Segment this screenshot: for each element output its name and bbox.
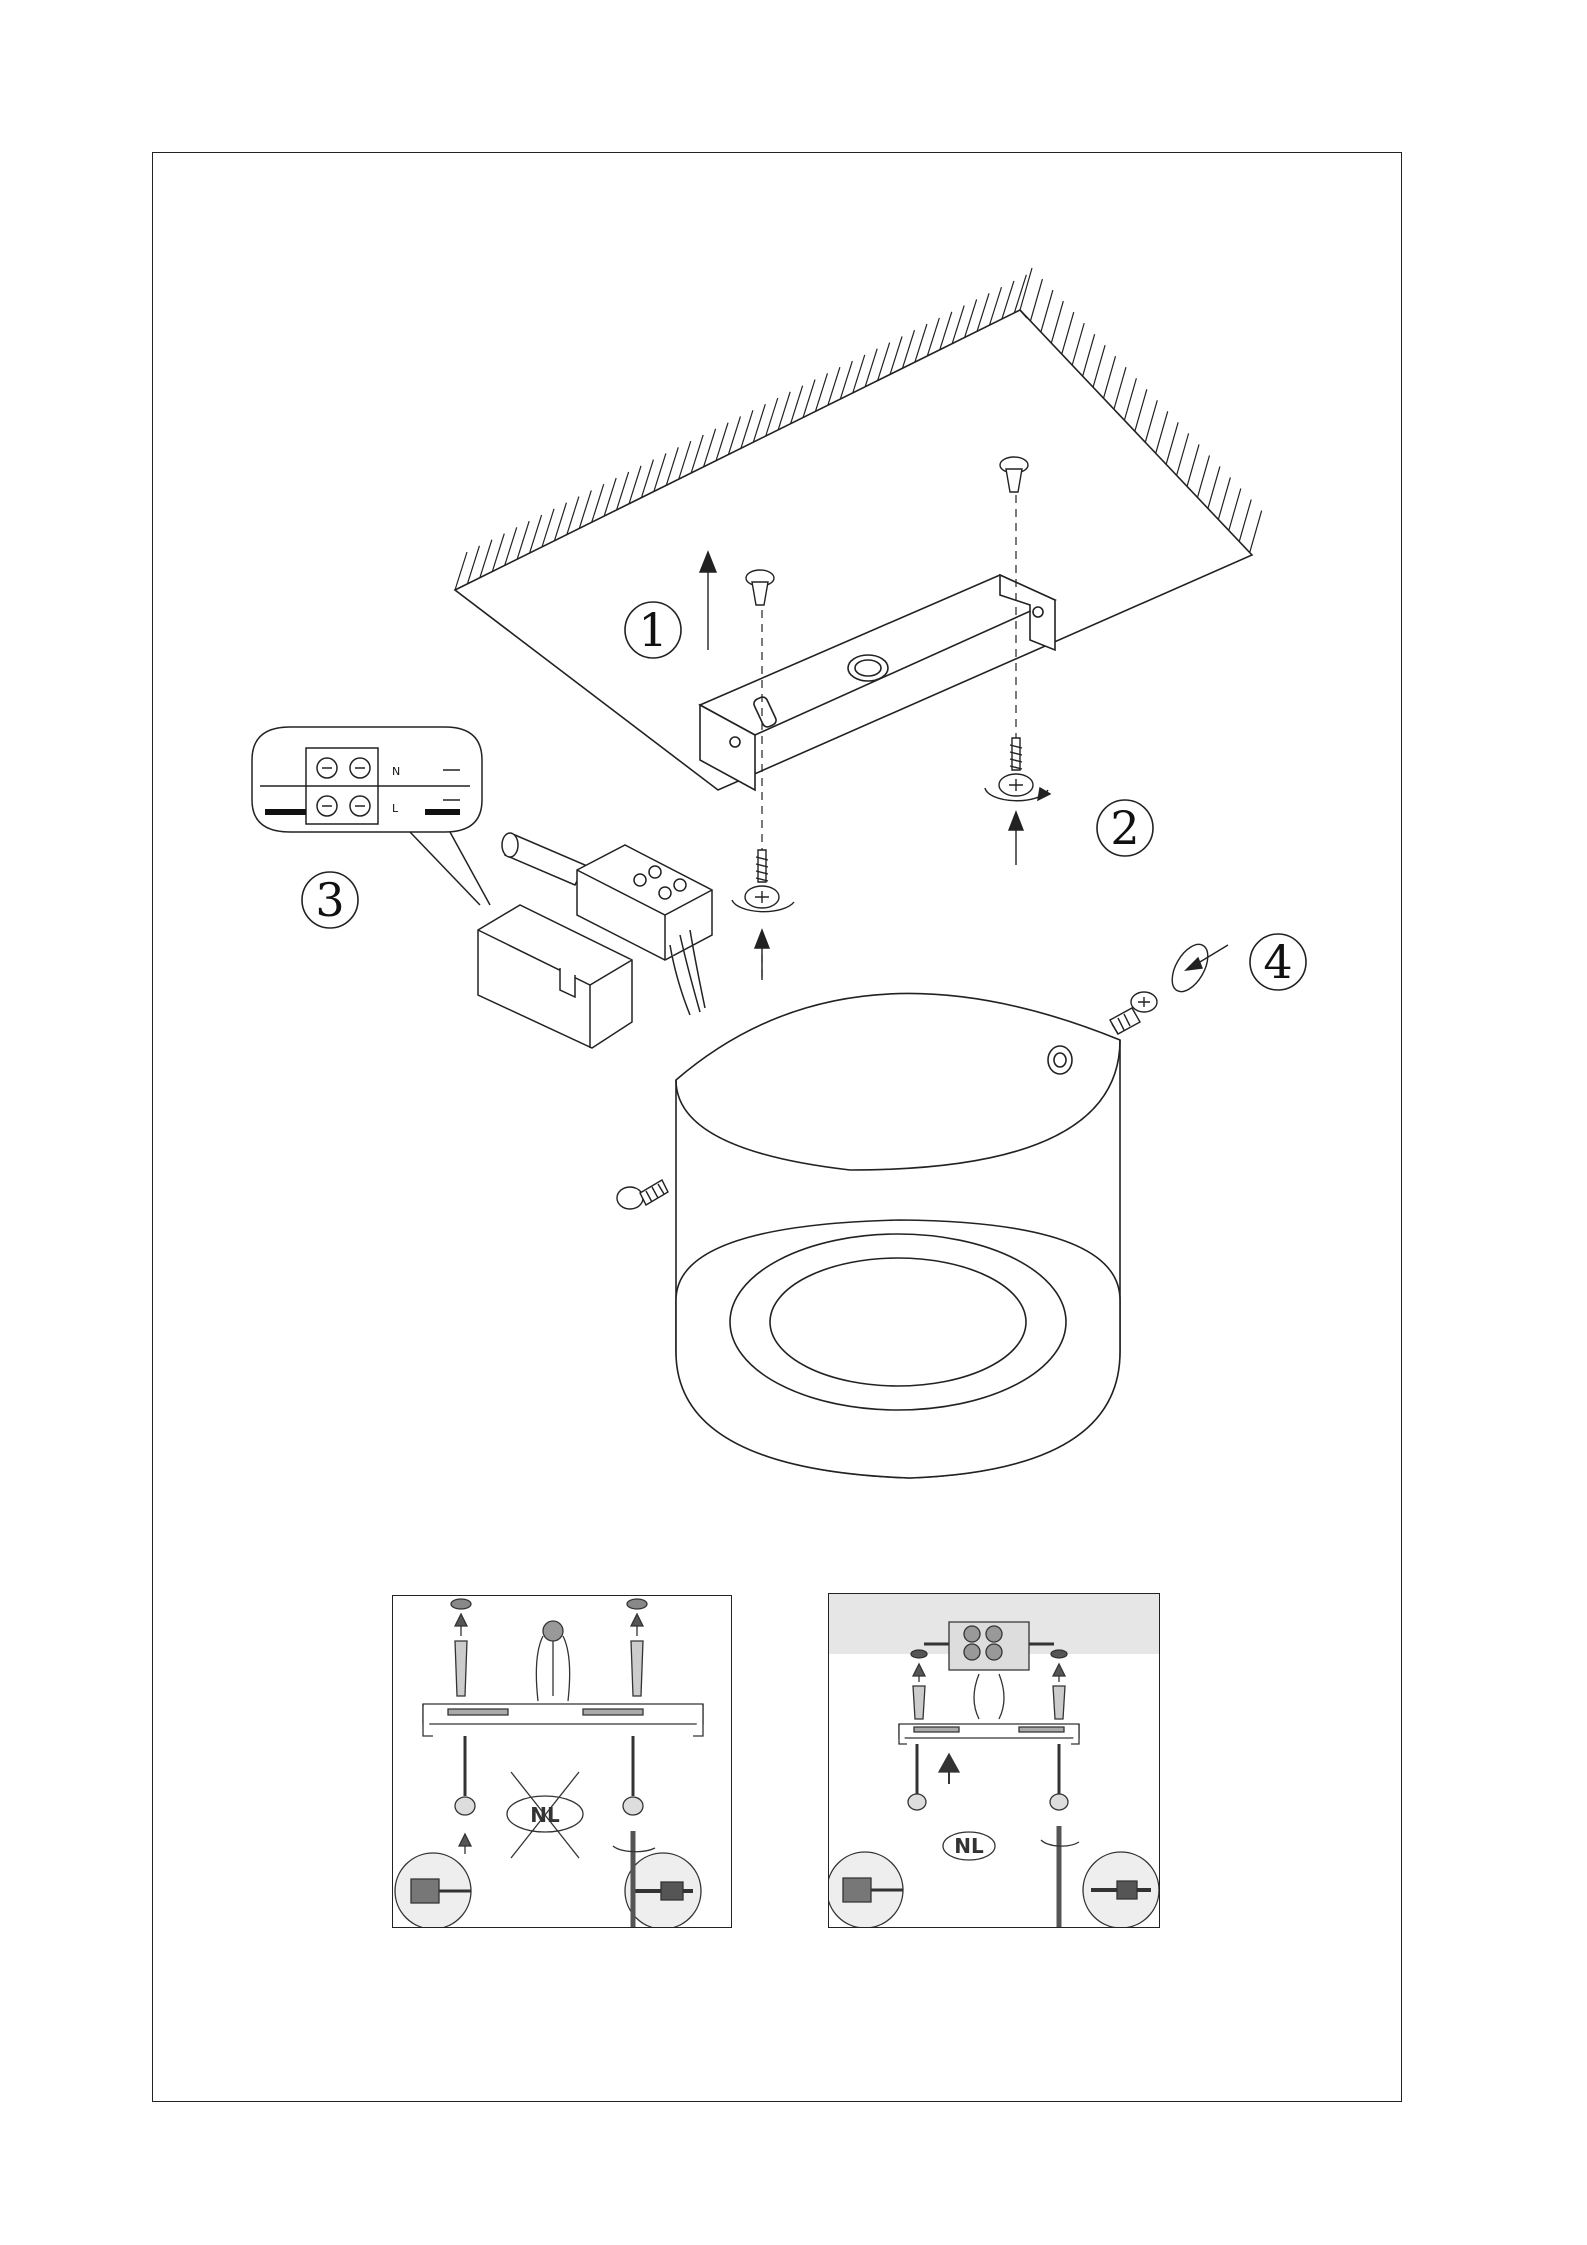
terminal-letter-l: L [392,802,399,815]
arrow-up-center [755,930,769,980]
step-2: 2 [1097,800,1153,856]
panel-right-drawing: NL [829,1594,1160,1928]
luminaire-body [676,993,1120,1478]
exploded-assembly-diagram: N L [0,0,1587,1560]
rotate-arrow-step4 [1165,938,1228,997]
supply-cable [502,833,585,885]
panel-right-badge: NL [954,1834,984,1858]
terminal-letter-n: N [392,765,400,778]
detail-panel-left: NL [392,1595,732,1928]
step-4-number: 4 [1263,935,1292,989]
step-2-number: 2 [1110,801,1139,855]
grub-screw-right [1110,992,1157,1034]
step-3-number: 3 [315,873,344,927]
detail-panel-right: NL [828,1593,1160,1928]
arrow-up-step2 [1009,812,1023,865]
panel-left-badge: NL [530,1803,560,1827]
wood-screw-center [732,850,794,912]
terminal-block-callout [252,727,490,905]
ceiling-slab [455,310,1252,790]
step-3: 3 [302,872,358,928]
step-1-number: 1 [638,603,667,657]
step-4: 4 [1250,934,1306,990]
wood-screw-right [985,738,1050,801]
panel-left-drawing: NL [393,1596,732,1928]
grub-screw-left [617,1180,668,1209]
